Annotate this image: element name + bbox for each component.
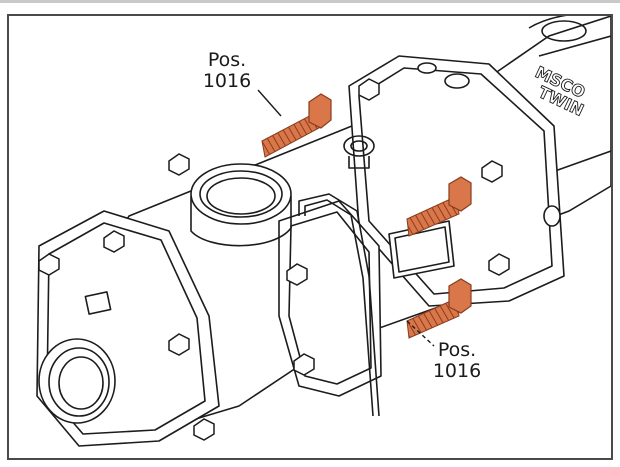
motor-text: MSCO TWIN — [532, 62, 589, 120]
label-bottom-num: 1016 — [432, 360, 482, 382]
leader-lines — [257, 89, 435, 347]
diagram-panel: MSCO TWIN — [7, 14, 613, 460]
bolt-top — [261, 93, 332, 158]
bolt-middle — [406, 176, 472, 237]
leader-line-bottom — [406, 320, 435, 347]
hex-nuts — [38, 78, 510, 441]
leader-line-top — [257, 89, 282, 117]
pump-body — [36, 55, 565, 447]
label-bottom: Pos. 1016 — [427, 340, 487, 382]
label-top-num: 1016 — [202, 70, 252, 92]
pump-drawing: MSCO TWIN — [36, 16, 611, 447]
bolt-bottom — [406, 278, 472, 339]
label-top: Pos. 1016 — [197, 50, 257, 92]
label-bottom-pos: Pos. — [437, 339, 477, 361]
label-top-pos: Pos. — [207, 49, 247, 71]
top-separator-line — [0, 0, 620, 3]
